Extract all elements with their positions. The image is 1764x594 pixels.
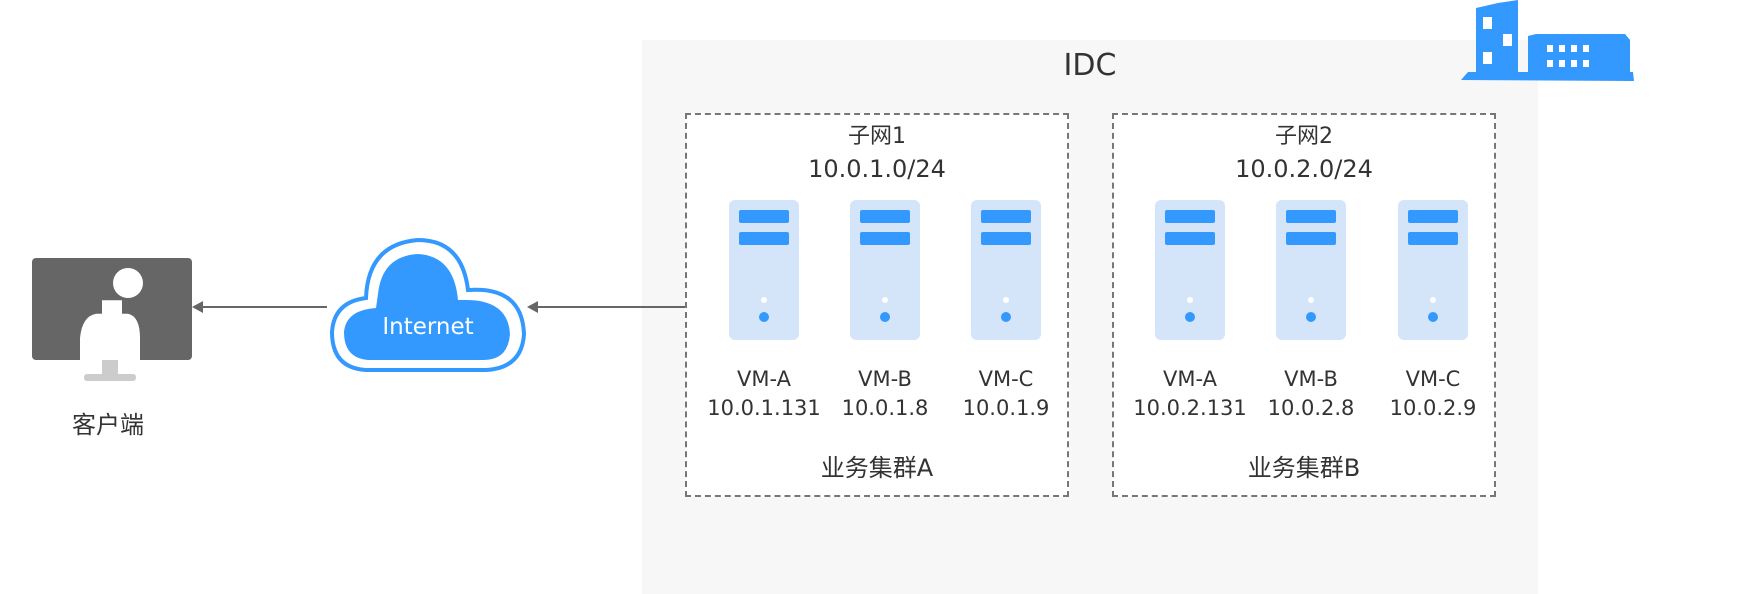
vm-label: VM-B 10.0.1.8 bbox=[825, 365, 945, 423]
server-icon bbox=[1155, 200, 1225, 340]
vm-label: VM-B 10.0.2.8 bbox=[1251, 365, 1371, 423]
arrow-to-client bbox=[200, 306, 327, 308]
monitor-neck bbox=[102, 360, 118, 375]
cluster-label: 业务集群B bbox=[1247, 454, 1361, 482]
server-icon bbox=[971, 200, 1041, 340]
vm-label: VM-A 10.0.2.131 bbox=[1130, 365, 1250, 423]
vm-name: VM-A bbox=[737, 367, 791, 391]
building-icon bbox=[1461, 0, 1634, 81]
idc-title: IDC bbox=[1063, 48, 1117, 83]
vm-name: VM-A bbox=[1163, 367, 1217, 391]
monitor-base bbox=[84, 374, 136, 381]
arrowhead-icon bbox=[527, 301, 538, 313]
cloud-icon bbox=[329, 237, 527, 372]
subnet-cidr: 10.0.2.0/24 bbox=[1235, 155, 1373, 183]
subnet-cidr: 10.0.1.0/24 bbox=[808, 155, 946, 183]
server-icon bbox=[1276, 200, 1346, 340]
vm-ip: 10.0.2.8 bbox=[1267, 396, 1355, 420]
client-monitor bbox=[32, 258, 192, 363]
user-icon bbox=[80, 268, 143, 363]
subnet-name: 子网1 bbox=[848, 124, 906, 149]
subnet-1: 子网1 10.0.1.0/24 VM-A 10.0.1.131 VM-B 10.0.… bbox=[685, 113, 1069, 497]
arrow-to-internet bbox=[535, 306, 685, 308]
vm-name: VM-C bbox=[978, 367, 1034, 391]
vm-ip: 10.0.1.8 bbox=[841, 396, 929, 420]
vm-ip: 10.0.2.131 bbox=[1133, 396, 1247, 420]
vm-ip: 10.0.1.131 bbox=[707, 396, 821, 420]
vm-label: VM-A 10.0.1.131 bbox=[704, 365, 824, 423]
vm-label: VM-C 10.0.2.9 bbox=[1373, 365, 1493, 423]
subnet-name: 子网2 bbox=[1275, 124, 1333, 149]
server-icon bbox=[1398, 200, 1468, 340]
internet-label: Internet bbox=[382, 314, 474, 340]
vm-name: VM-C bbox=[1405, 367, 1461, 391]
vm-name: VM-B bbox=[1284, 367, 1338, 391]
cluster-label: 业务集群A bbox=[820, 454, 934, 482]
vm-ip: 10.0.1.9 bbox=[962, 396, 1050, 420]
vm-ip: 10.0.2.9 bbox=[1389, 396, 1477, 420]
arrowhead-icon bbox=[192, 301, 203, 313]
vm-label: VM-C 10.0.1.9 bbox=[946, 365, 1066, 423]
subnet-2: 子网2 10.0.2.0/24 VM-A 10.0.2.131 VM-B 10.0.… bbox=[1112, 113, 1496, 497]
server-icon bbox=[850, 200, 920, 340]
server-icon bbox=[729, 200, 799, 340]
vm-name: VM-B bbox=[858, 367, 912, 391]
client-label: 客户端 bbox=[72, 411, 144, 439]
